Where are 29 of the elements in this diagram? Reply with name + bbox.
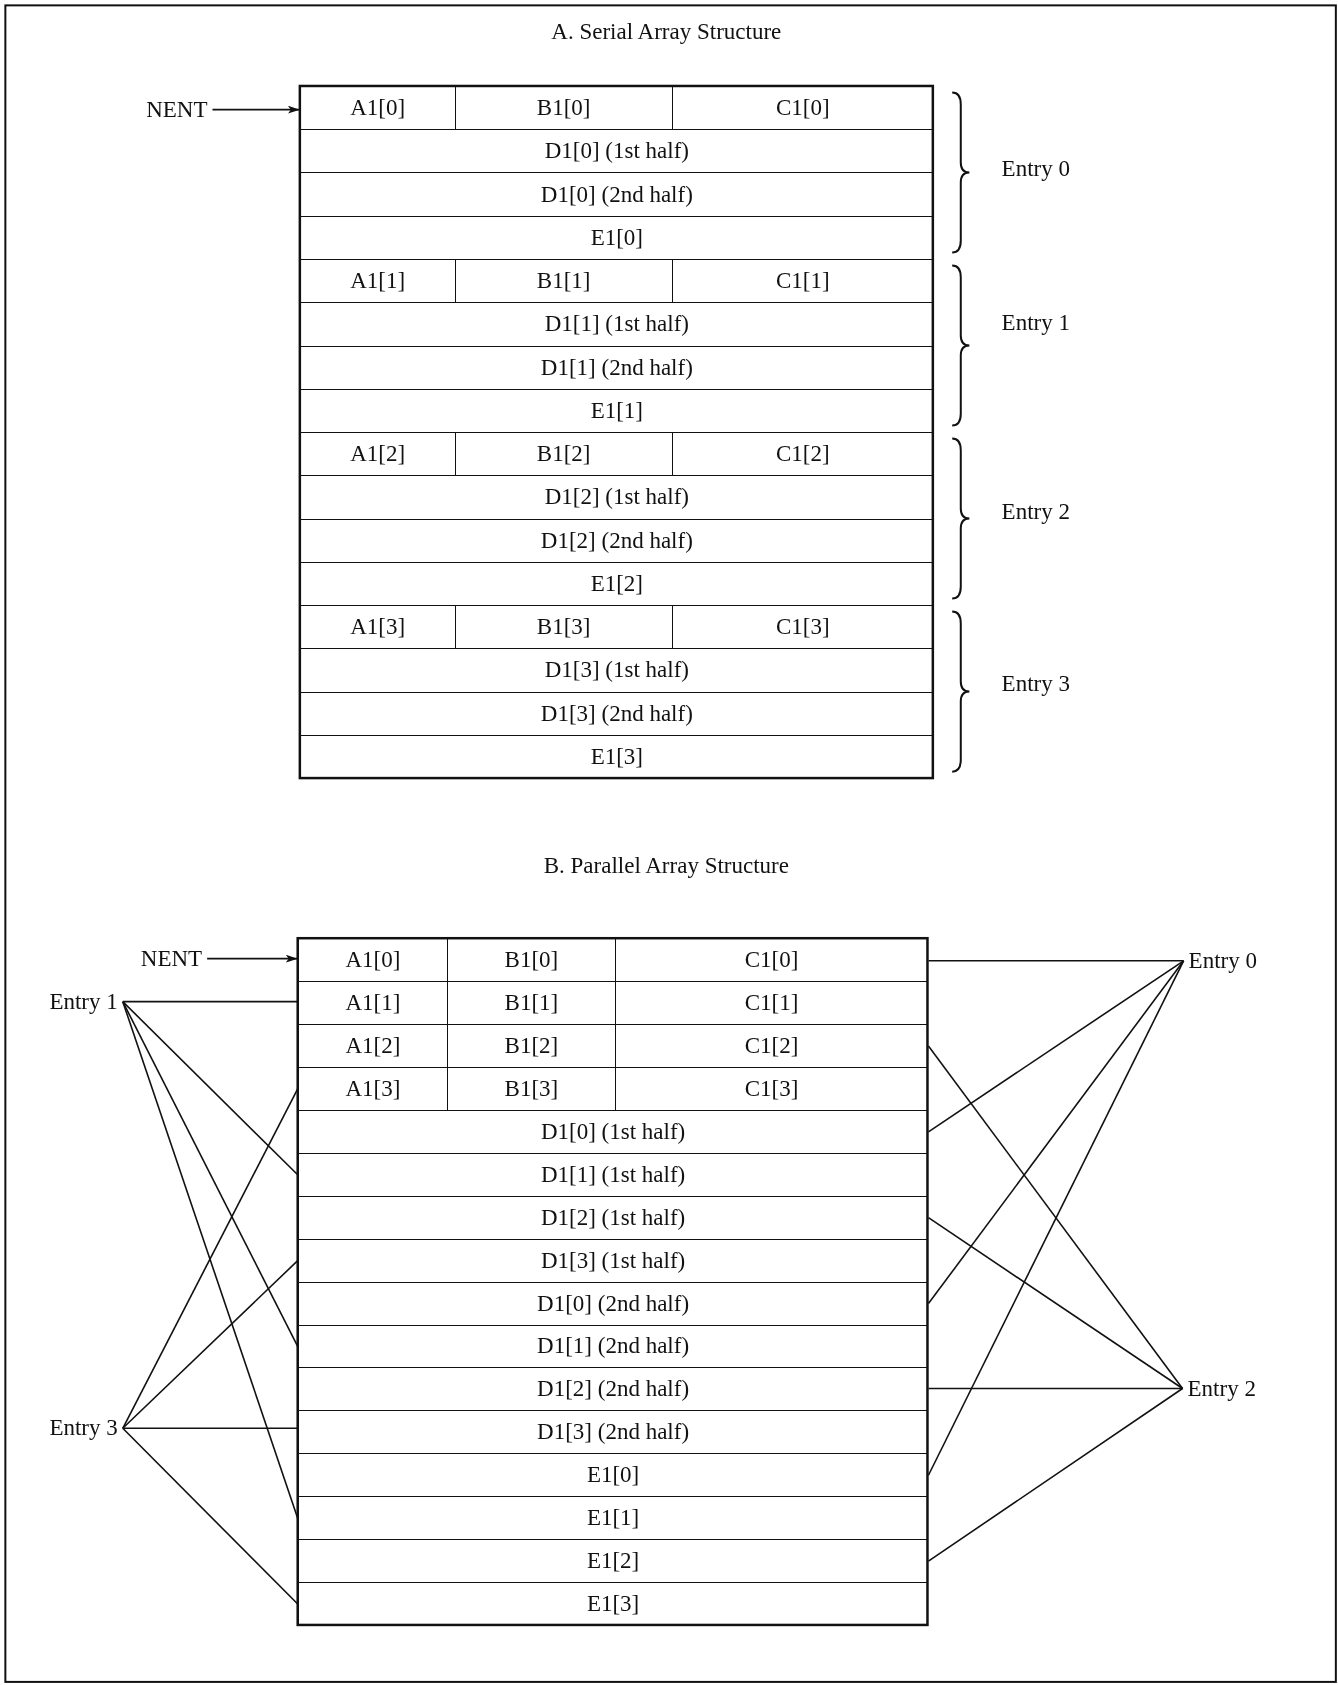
leader-line <box>927 960 1185 962</box>
entry-label: Entry 0 <box>1001 154 1070 183</box>
arrow <box>211 105 301 114</box>
entry-label: Entry 3 <box>1001 669 1070 698</box>
section-heading: B. Parallel Array Structure <box>543 852 789 881</box>
pointer-label: NENT <box>146 95 208 124</box>
leader-line <box>122 1427 299 1430</box>
section-heading: A. Serial Array Structure <box>551 18 782 47</box>
leader-line <box>122 1000 299 1176</box>
pointer-label: Entry 1 <box>49 987 118 1016</box>
leader-line <box>927 960 1185 1133</box>
leader-line <box>122 1259 299 1430</box>
leader-line <box>927 1387 1184 1390</box>
leader-line <box>927 960 1185 1477</box>
leader-line <box>122 1000 299 1519</box>
entry-label: Entry 1 <box>1001 309 1070 338</box>
pointer-label: NENT <box>140 944 203 973</box>
leader-line <box>122 1427 299 1605</box>
pointer-label: Entry 3 <box>49 1414 118 1443</box>
leader-line <box>927 1045 1184 1390</box>
leader-line <box>927 1387 1184 1562</box>
pointer-label: Entry 2 <box>1187 1374 1256 1403</box>
pointer-label: Entry 0 <box>1188 946 1257 975</box>
leader-line <box>122 1000 299 1003</box>
leader-line <box>122 1000 299 1348</box>
leader-line <box>927 960 1185 1305</box>
arrow <box>206 954 299 963</box>
leader-line <box>927 1216 1184 1390</box>
entry-label: Entry 2 <box>1001 497 1070 526</box>
